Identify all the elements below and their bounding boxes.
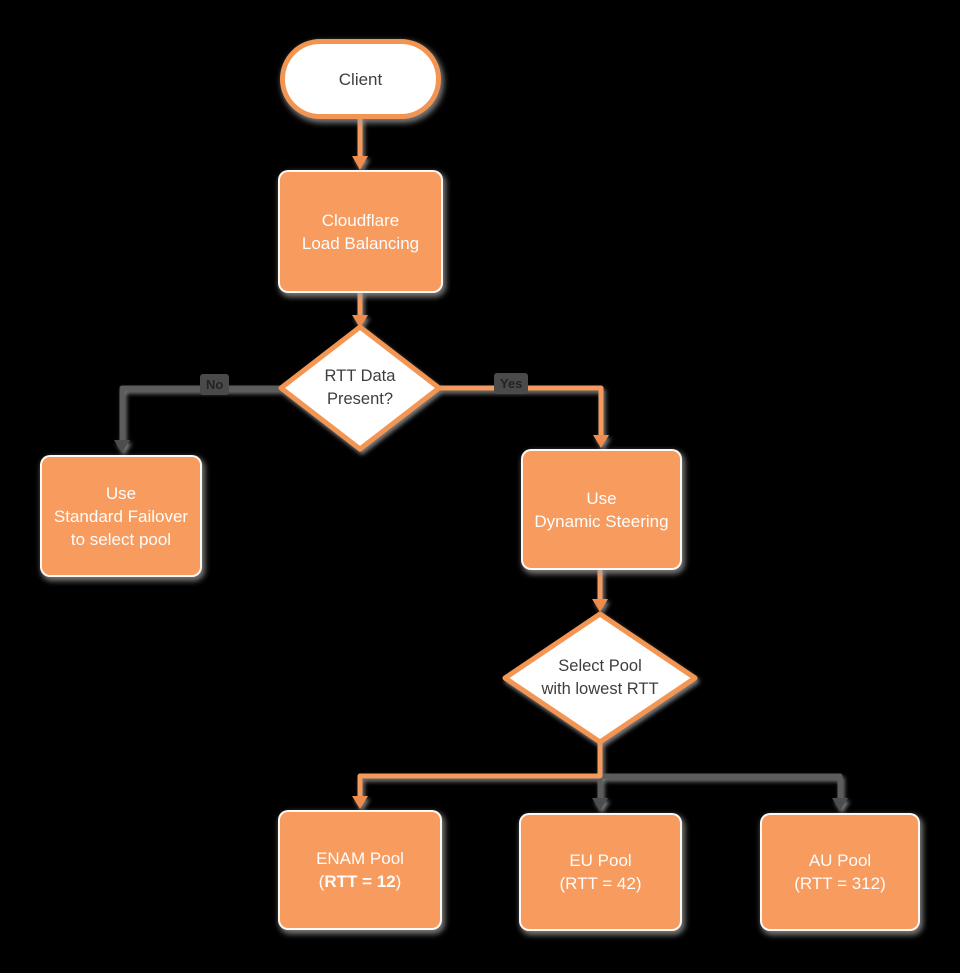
node-client: Client [280, 39, 441, 119]
node-eu-line1: EU Pool [569, 851, 632, 870]
decision-rtt-line1: RTT Data [324, 367, 396, 385]
node-enam-line2: (RTT = 12) [319, 870, 402, 893]
arrowhead-selectpool-to-enam [352, 796, 368, 809]
arrowhead-steering-to-selectpool [592, 599, 608, 612]
node-enam-rtt-value: RTT = 12 [324, 872, 396, 891]
edge-label-yes-text: Yes [500, 376, 523, 391]
node-enam-pool: ENAM Pool (RTT = 12) [278, 810, 442, 930]
edge-label-no: No [200, 374, 230, 395]
node-client-label: Client [338, 69, 383, 89]
node-cloudflare-line2: Load Balancing [301, 233, 420, 253]
node-au-pool: AU Pool (RTT = 312) [760, 813, 920, 931]
arrowhead-selectpool-to-au [832, 798, 848, 811]
decision-selectpool-line1: Select Pool [558, 657, 642, 675]
decision-select-pool-label: Select Pool with lowest RTT [510, 648, 690, 708]
node-steering-line2: Dynamic Steering [534, 511, 669, 531]
edge-selectpool-to-au [600, 773, 843, 799]
arrowhead-client-to-loadbalancing [352, 156, 368, 170]
decision-rtt-line2: Present? [326, 390, 394, 408]
edge-label-no-text: No [206, 377, 224, 392]
node-failover-line2: Standard Failover [53, 506, 189, 526]
node-failover-line1: Use [105, 483, 137, 503]
decision-rtt-data-present [278, 324, 442, 452]
node-cloudflare-load-balancing: Cloudflare Load Balancing [278, 170, 443, 293]
arrowhead-selectpool-to-eu [592, 798, 608, 811]
node-au-line1: AU Pool [808, 851, 872, 870]
node-cloudflare-line1: Cloudflare [321, 210, 400, 230]
edge-selectpool-to-enam [357, 741, 603, 797]
decision-selectpool-line2: with lowest RTT [541, 680, 659, 698]
edge-yes-branch [437, 385, 604, 436]
arrowhead-loadbalancing-to-decision [352, 315, 368, 328]
node-dynamic-steering: Use Dynamic Steering [521, 449, 682, 570]
arrowhead-yes-branch [593, 435, 609, 448]
node-enam-rtt-suffix: ) [395, 872, 402, 891]
decision-select-pool-lowest-rtt [502, 611, 698, 745]
node-standard-failover: Use Standard Failover to select pool [40, 455, 202, 577]
decision-rtt-data-present-label: RTT Data Present? [290, 358, 430, 418]
edge-no-branch [119, 385, 281, 441]
node-failover-line3: to select pool [70, 529, 172, 549]
node-au-line2: (RTT = 312) [794, 874, 886, 893]
node-enam-line1: ENAM Pool [316, 849, 404, 868]
node-steering-line1: Use [586, 488, 617, 508]
node-enam-rtt-prefix: ( [318, 872, 325, 891]
arrowhead-no-branch [114, 440, 130, 453]
node-eu-line2: (RTT = 42) [559, 874, 642, 893]
edge-label-yes: Yes [494, 373, 529, 394]
node-eu-pool: EU Pool (RTT = 42) [519, 813, 682, 931]
